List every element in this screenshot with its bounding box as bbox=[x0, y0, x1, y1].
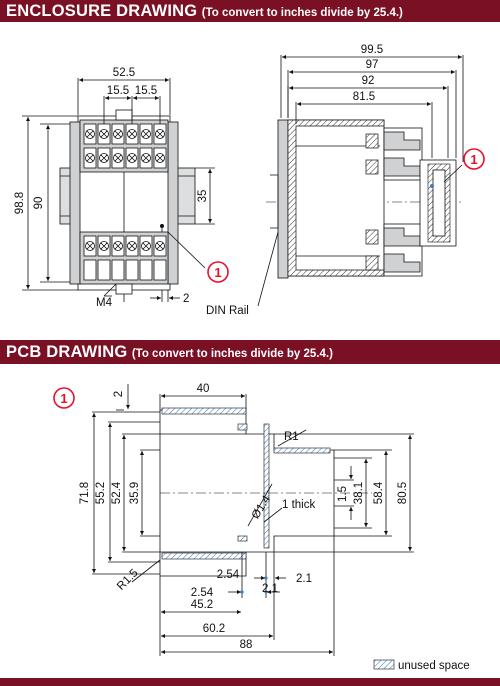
dim-side-97: 97 bbox=[366, 59, 379, 71]
enclosure-subtitle: (To convert to inches divide by 25.4.) bbox=[201, 7, 403, 19]
enclosure-drawing-header: ENCLOSURE DRAWING (To convert to inches … bbox=[0, 0, 500, 22]
pcb-dim-88: 88 bbox=[240, 639, 253, 651]
unused-space-swatch bbox=[373, 659, 395, 670]
pcb-drawing: 1 2 40 R1 71.8 55.2 bbox=[53, 383, 470, 672]
enclosure-title: ENCLOSURE DRAWING bbox=[6, 2, 198, 20]
enclosure-side-view: 99.5 97 92 81.5 DIN Rail 1 bbox=[206, 44, 485, 317]
pcb-dim-58-4: 58.4 bbox=[373, 481, 385, 504]
pcb-dim-thick: 1 thick bbox=[282, 499, 315, 511]
dim-side-92: 92 bbox=[362, 75, 375, 87]
callout-circle-side bbox=[463, 148, 485, 170]
dim-offset: 2 bbox=[183, 293, 189, 305]
pcb-dim-1-5: 1.5 bbox=[337, 486, 349, 502]
pcb-dim-40: 40 bbox=[197, 383, 210, 395]
pcb-dim-2-1-a: 2.1 bbox=[296, 573, 312, 585]
callout-front: 1 bbox=[214, 265, 221, 280]
callout-circle-front bbox=[207, 261, 229, 283]
pcb-dim-52-4: 52.4 bbox=[111, 481, 123, 504]
pcb-dim-2-54-a: 2.54 bbox=[217, 569, 240, 581]
pcb-subtitle: (To convert to inches divide by 25.4.) bbox=[131, 348, 333, 360]
pcb-dim-60-2: 60.2 bbox=[203, 623, 225, 635]
pcb-dim-80-5: 80.5 bbox=[397, 482, 409, 504]
callout-pcb: 1 bbox=[60, 391, 67, 406]
callout-side: 1 bbox=[470, 152, 477, 167]
dim-pitch-left: 15.5 bbox=[107, 85, 129, 97]
legend-unused-space: unused space bbox=[398, 660, 470, 672]
pcb-dim-38-1: 38.1 bbox=[353, 482, 365, 504]
callout-circle-pcb bbox=[53, 387, 75, 409]
pcb-dim-71-8: 71.8 bbox=[79, 482, 91, 504]
screw-label: M4 bbox=[96, 297, 113, 309]
top-terminal-row bbox=[83, 123, 167, 169]
pcb-dim-2-54-b: 2.54 bbox=[191, 587, 214, 599]
footer-bar bbox=[0, 678, 500, 686]
pcb-dim-top-gap: 2 bbox=[113, 391, 125, 397]
pcb-dim-2-1-b: 2.1 bbox=[262, 583, 278, 595]
pcb-title: PCB DRAWING bbox=[6, 343, 128, 361]
dim-side-81-5: 81.5 bbox=[353, 91, 375, 103]
dim-height-outer: 98.8 bbox=[14, 192, 26, 214]
pcb-dim-45-2: 45.2 bbox=[191, 599, 213, 611]
bottom-terminal-row bbox=[83, 235, 167, 281]
dim-height-inner: 90 bbox=[33, 197, 45, 210]
pcb-dim-55-2: 55.2 bbox=[95, 482, 107, 504]
pcb-drawing-header: PCB DRAWING (To convert to inches divide… bbox=[0, 340, 500, 364]
dim-pitch-right: 15.5 bbox=[135, 85, 157, 97]
dim-width: 52.5 bbox=[113, 67, 135, 79]
pcb-dim-r1-5: R1.5 bbox=[115, 567, 141, 593]
din-rail-label: DIN Rail bbox=[206, 305, 249, 317]
dim-side-99-5: 99.5 bbox=[361, 44, 383, 56]
dim-rail: 35 bbox=[197, 190, 209, 203]
enclosure-front-view: 52.5 15.5 15.5 98.8 90 35 M4 2 1 bbox=[14, 67, 229, 309]
pcb-dim-35-9: 35.9 bbox=[129, 482, 141, 504]
pcb-dim-r1: R1 bbox=[284, 431, 299, 443]
